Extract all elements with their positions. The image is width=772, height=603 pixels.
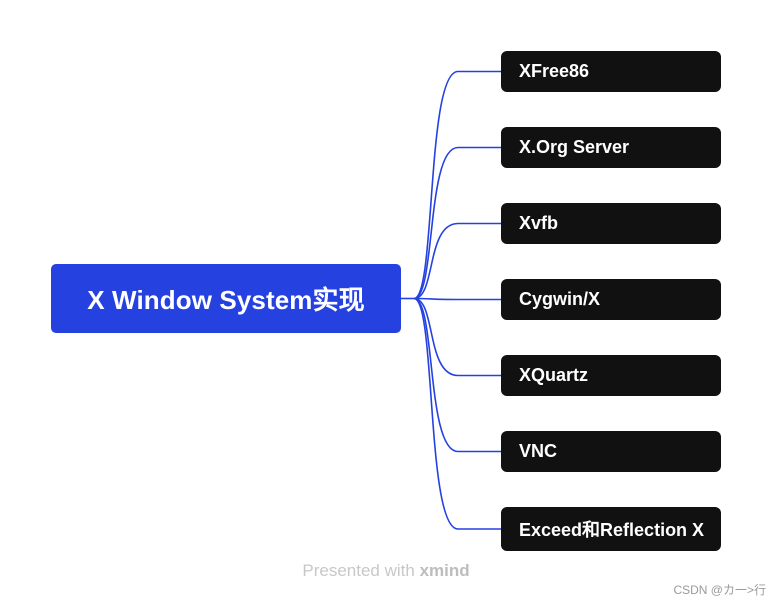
connector-line: [413, 297, 501, 377]
watermark: CSDN @カ一>行: [673, 583, 766, 597]
subtopic-node[interactable]: XFree86: [501, 51, 721, 92]
subtopic-node[interactable]: Cygwin/X: [501, 279, 721, 320]
central-topic[interactable]: X Window System实现: [51, 264, 401, 333]
subtopic-node[interactable]: X.Org Server: [501, 127, 721, 168]
xmind-brand: xmind: [419, 561, 470, 580]
connector-line: [413, 297, 501, 530]
connector-line: [413, 297, 501, 453]
subtopic-node[interactable]: Exceed和Reflection X: [501, 507, 721, 551]
subtopic-node[interactable]: Xvfb: [501, 203, 721, 244]
connector-line: [413, 146, 501, 300]
subtopic-label: Exceed和Reflection X: [519, 520, 705, 540]
connector-line: [413, 70, 501, 300]
subtopic-label: XQuartz: [519, 365, 589, 385]
subtopic-label: VNC: [519, 441, 558, 461]
subtopic-node[interactable]: XQuartz: [501, 355, 721, 396]
central-topic-label: X Window System实现: [87, 285, 365, 315]
subtopic-label: X.Org Server: [519, 137, 630, 157]
subtopic-label: Xvfb: [519, 213, 559, 233]
subtopic-label: XFree86: [519, 61, 590, 81]
footer-prefix: Presented with: [302, 561, 415, 580]
presented-with-footer: Presented with xmind: [0, 561, 772, 581]
connector-line: [413, 297, 501, 301]
subtopic-node[interactable]: VNC: [501, 431, 721, 472]
subtopic-label: Cygwin/X: [519, 289, 601, 309]
connector-line: [413, 222, 501, 300]
